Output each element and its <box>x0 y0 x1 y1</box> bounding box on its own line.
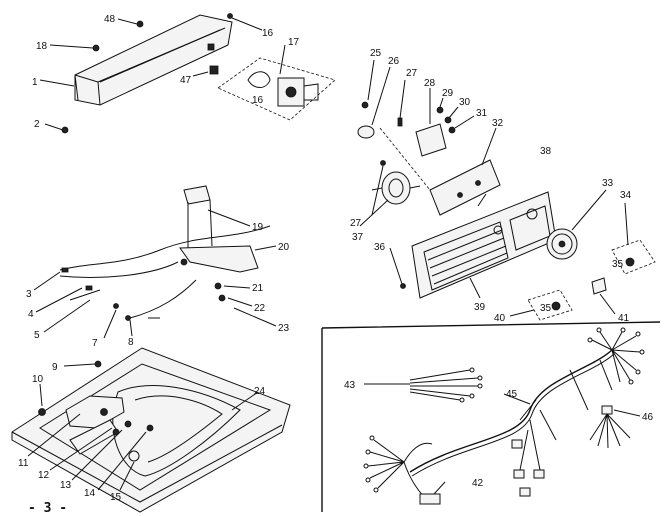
callout-30: 30 <box>459 97 471 108</box>
timer-motor-group <box>217 44 336 121</box>
callout-9: 9 <box>52 362 58 373</box>
callout-23: 23 <box>278 323 290 334</box>
callout-1: 1 <box>32 77 38 88</box>
callout-labels: 48 16 18 17 47 1 16 2 25 26 27 28 29 30 … <box>18 14 654 503</box>
callout-16-mid: 16 <box>252 95 264 106</box>
callout-43: 43 <box>344 380 356 391</box>
callout-16-top: 16 <box>262 28 274 39</box>
knob-assembly <box>509 189 656 321</box>
callout-31: 31 <box>476 108 488 119</box>
control-panel <box>389 191 557 299</box>
callout-19: 19 <box>252 222 264 233</box>
callout-40: 40 <box>494 313 506 324</box>
callout-8: 8 <box>128 337 134 348</box>
callout-48: 48 <box>104 14 116 25</box>
callout-11: 11 <box>18 458 29 469</box>
control-components <box>357 59 501 216</box>
callout-29: 29 <box>442 88 454 99</box>
cabinet-top <box>11 347 291 513</box>
callout-18: 18 <box>36 41 48 52</box>
callout-22: 22 <box>254 303 266 314</box>
callout-14: 14 <box>84 488 96 499</box>
callout-41: 41 <box>618 313 630 324</box>
callout-46: 46 <box>642 412 654 423</box>
callout-20: 20 <box>278 242 290 253</box>
console-backguard <box>39 13 263 134</box>
wiring-harness-box <box>321 321 661 512</box>
callout-5: 5 <box>34 330 40 341</box>
callout-38: 38 <box>540 146 552 157</box>
callout-3: 3 <box>26 289 32 300</box>
callout-37: 37 <box>352 232 364 243</box>
callout-42: 42 <box>472 478 484 489</box>
callout-17: 17 <box>288 37 300 48</box>
callout-12: 12 <box>38 470 50 481</box>
callout-27-top: 27 <box>406 68 418 79</box>
callout-2: 2 <box>34 119 40 130</box>
callout-4: 4 <box>28 309 34 320</box>
callout-7: 7 <box>92 338 98 349</box>
callout-15: 15 <box>110 492 122 503</box>
callout-21: 21 <box>252 283 264 294</box>
callout-39: 39 <box>474 302 486 313</box>
callout-24: 24 <box>254 386 266 397</box>
callout-35-low: 35 <box>540 303 552 314</box>
callout-26: 26 <box>388 56 400 67</box>
callout-35-right: 35 <box>612 259 624 270</box>
callout-27-mid: 27 <box>350 218 362 229</box>
callout-10: 10 <box>32 374 44 385</box>
bracket-group <box>179 185 277 327</box>
callout-25: 25 <box>370 48 382 59</box>
selector-switch <box>359 160 421 227</box>
page-number: - 3 - <box>28 501 67 516</box>
callout-28: 28 <box>424 78 436 89</box>
callout-13: 13 <box>60 480 72 491</box>
callout-34: 34 <box>620 190 632 201</box>
callout-33: 33 <box>602 178 614 189</box>
callout-32: 32 <box>492 118 504 129</box>
callout-47: 47 <box>180 75 192 86</box>
callout-36: 36 <box>374 242 386 253</box>
callout-45: 45 <box>506 389 518 400</box>
lid-switch-harness <box>33 225 271 339</box>
